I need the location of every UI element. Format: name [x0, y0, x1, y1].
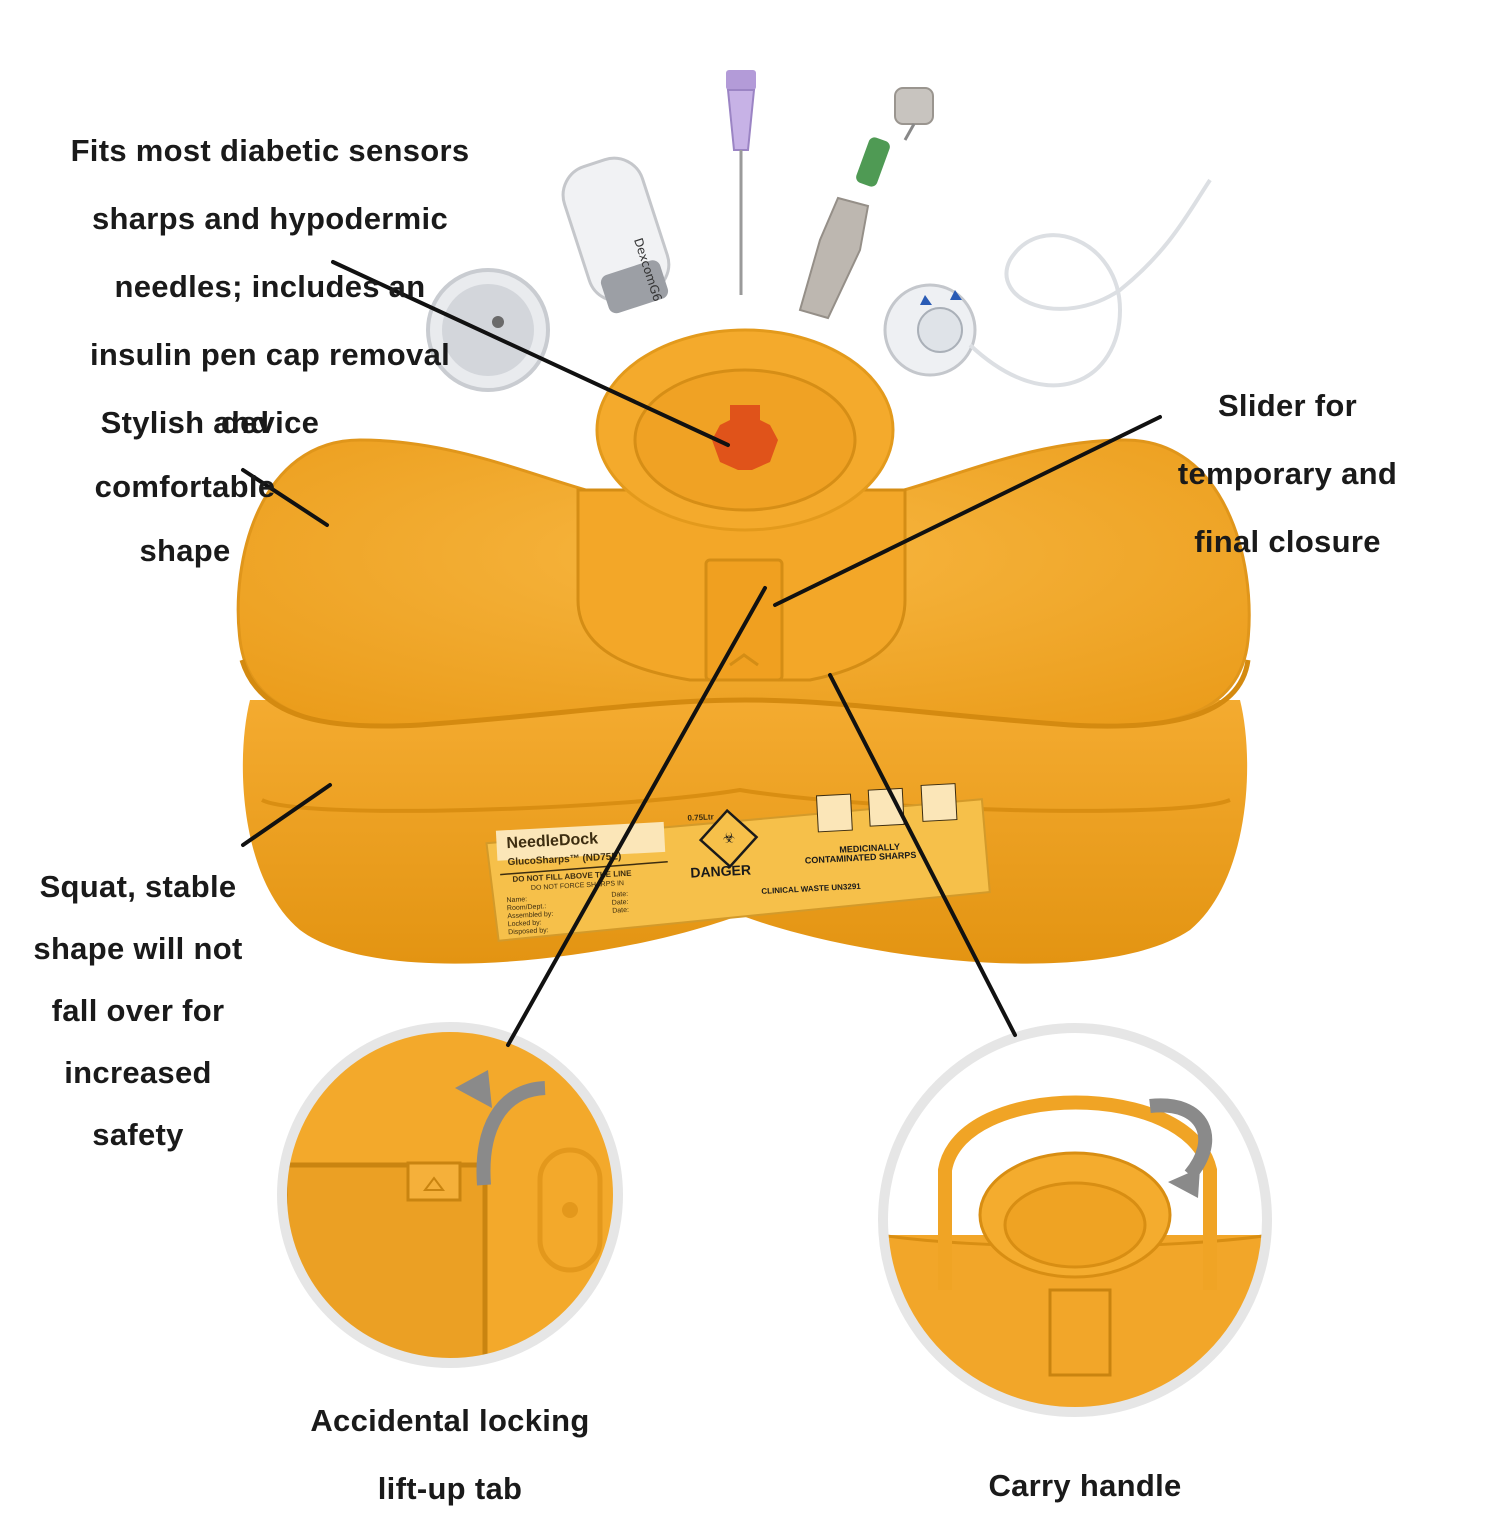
line-fits	[331, 260, 730, 447]
label-date-3: Date:	[612, 907, 629, 915]
locking-tab-detail	[277, 1022, 623, 1368]
line-locking	[506, 586, 767, 1047]
callout-stylish-line-3: shape	[139, 533, 231, 568]
biohazard-icon: ☣	[722, 829, 735, 846]
label-warning-2: DO NOT FORCE SHARPS IN	[531, 880, 624, 892]
callout-fits-line-1: Fits most diabetic sensors	[70, 133, 470, 168]
label-field-name: Name:	[506, 896, 527, 904]
label-date-2: Date:	[612, 899, 629, 907]
label-date-1: Date:	[611, 891, 628, 899]
callout-handle: Carry handle	[960, 1435, 1210, 1537]
callout-stylish-line-1: Stylish and	[100, 405, 270, 440]
callout-fits-line-4: insulin pen cap removal	[89, 337, 451, 372]
callout-slider-line-3: final closure	[1194, 524, 1381, 559]
label-field-room: Room/Dept.:	[507, 903, 547, 912]
line-stylish	[241, 468, 329, 527]
product-diagram: DexcomG6	[236, 70, 1272, 1417]
callout-squat-line-2: shape will not	[33, 931, 243, 966]
label-field-locked: Locked by:	[508, 919, 542, 928]
sensor-patch-icon	[426, 268, 550, 392]
callout-squat-line-1: Squat, stable	[39, 869, 237, 904]
callout-stylish-line-2: comfortable	[94, 469, 276, 504]
callout-locking: Accidental locking lift-up tab	[280, 1370, 620, 1540]
callout-squat-line-5: safety	[92, 1117, 184, 1152]
line-squat	[241, 783, 332, 847]
label-capacity: 0.75Ltr	[687, 812, 714, 822]
callout-fits-line-3: needles; includes an	[114, 269, 426, 304]
label-contents-1: MEDICINALLY	[839, 842, 900, 855]
label-danger: DANGER	[690, 861, 751, 880]
callout-fits-line-5: device	[220, 405, 320, 440]
line-handle	[828, 673, 1017, 1037]
line-slider	[773, 415, 1162, 607]
callout-slider: Slider for temporary and final closure	[1160, 355, 1415, 593]
infusion-set-icon	[883, 178, 1212, 388]
callout-locking-line-1: Accidental locking	[310, 1403, 590, 1438]
callout-locking-line-2: lift-up tab	[377, 1471, 523, 1506]
hypodermic-needle-icon	[726, 70, 756, 295]
label-brand: NeedleDock	[506, 830, 598, 852]
pen-needle-icon	[798, 87, 934, 320]
label-field-assembled: Assembled by:	[507, 911, 553, 920]
callout-slider-line-2: temporary and	[1177, 456, 1398, 491]
carry-handle-detail	[878, 1023, 1272, 1417]
label-field-disposed: Disposed by:	[508, 927, 549, 936]
callout-handle-line-1: Carry handle	[988, 1468, 1182, 1503]
callout-slider-line-1: Slider for	[1217, 388, 1358, 423]
callout-fits: Fits most diabetic sensors sharps and hy…	[40, 100, 500, 474]
product-label: NeedleDock GlucoSharps™ (ND75E) DO NOT F…	[485, 783, 991, 942]
callout-fits-line-2: sharps and hypodermic	[91, 201, 448, 236]
callout-squat-line-4: increased	[64, 1055, 212, 1090]
callout-squat: Squat, stable shape will not fall over f…	[18, 840, 258, 1181]
callout-stylish: Stylish and comfortable shape	[70, 375, 300, 599]
sensor-applicator-icon: DexcomG6	[561, 156, 671, 314]
callout-lines	[241, 260, 1162, 1047]
callout-squat-line-3: fall over for	[51, 993, 225, 1028]
